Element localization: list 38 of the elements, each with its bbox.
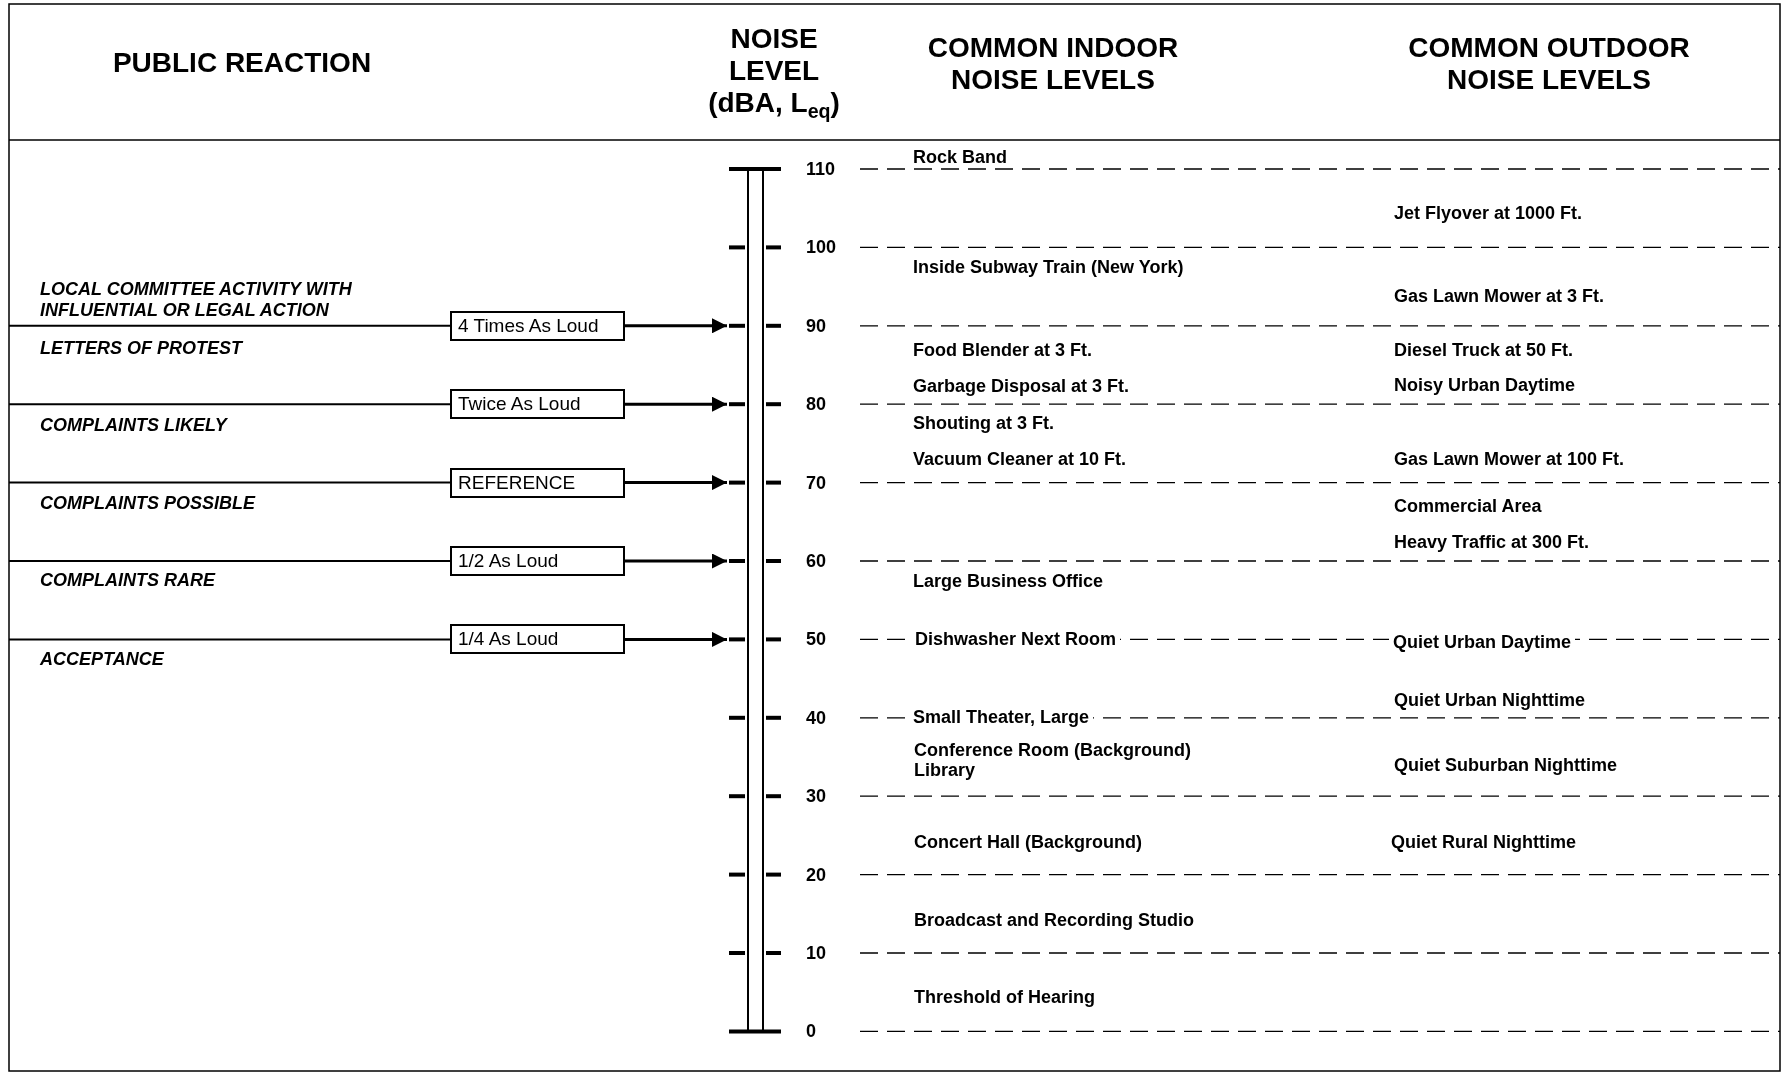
tick-value: 80: [806, 393, 827, 415]
comparison-box: 4 Times As Loud: [450, 310, 625, 341]
tick-value: 30: [806, 785, 827, 807]
tick-value: 100: [806, 237, 837, 258]
tick-value: 50: [806, 629, 827, 650]
reaction-label: COMPLAINTS POSSIBLE: [40, 492, 257, 514]
connector-line: [8, 403, 451, 406]
reaction-label: LETTERS OF PROTEST: [40, 337, 245, 359]
column-heading: COMMON INDOOR NOISE LEVELS: [926, 31, 1180, 97]
connector-line: [8, 481, 451, 484]
comparison-box: 1/2 As Loud: [450, 546, 625, 576]
comparison-box: Twice As Loud: [450, 389, 625, 420]
tick-value: 10: [806, 942, 827, 964]
arrow: [625, 318, 727, 334]
comparison-box: 1/4 As Loud: [450, 624, 625, 655]
reaction-label: ACCEPTANCE: [40, 648, 165, 670]
reaction-label: COMPLAINTS LIKELY: [40, 414, 229, 436]
tick-value: 110: [806, 158, 836, 180]
connector-line: [8, 324, 451, 327]
tick-value: 70: [806, 472, 827, 493]
reaction-label: COMPLAINTS RARE: [40, 569, 217, 591]
tick-value: 40: [806, 707, 827, 729]
arrow: [625, 553, 727, 569]
tick-value: 60: [806, 550, 827, 572]
column-heading: PUBLIC REACTION: [111, 46, 373, 80]
column-heading: COMMON OUTDOOR NOISE LEVELS: [1407, 31, 1691, 97]
column-heading: NOISE LEVEL (dBA, L$_{eq}$): [707, 23, 841, 123]
connector-line: [8, 560, 451, 562]
arrow: [625, 396, 727, 412]
connector-line: [8, 638, 451, 641]
tick-value: 90: [806, 315, 827, 337]
arrow: [625, 475, 727, 491]
scale-bar: [729, 166, 781, 1035]
tick-value: 0: [806, 1021, 816, 1042]
tick-value: 20: [806, 864, 827, 885]
arrow: [625, 631, 727, 647]
reaction-label: LOCAL COMMITTEE ACTIVITY WITH INFLUENTIAL OR LEGAL ACTION: [40, 279, 353, 321]
comparison-box: REFERENCE: [450, 467, 625, 498]
